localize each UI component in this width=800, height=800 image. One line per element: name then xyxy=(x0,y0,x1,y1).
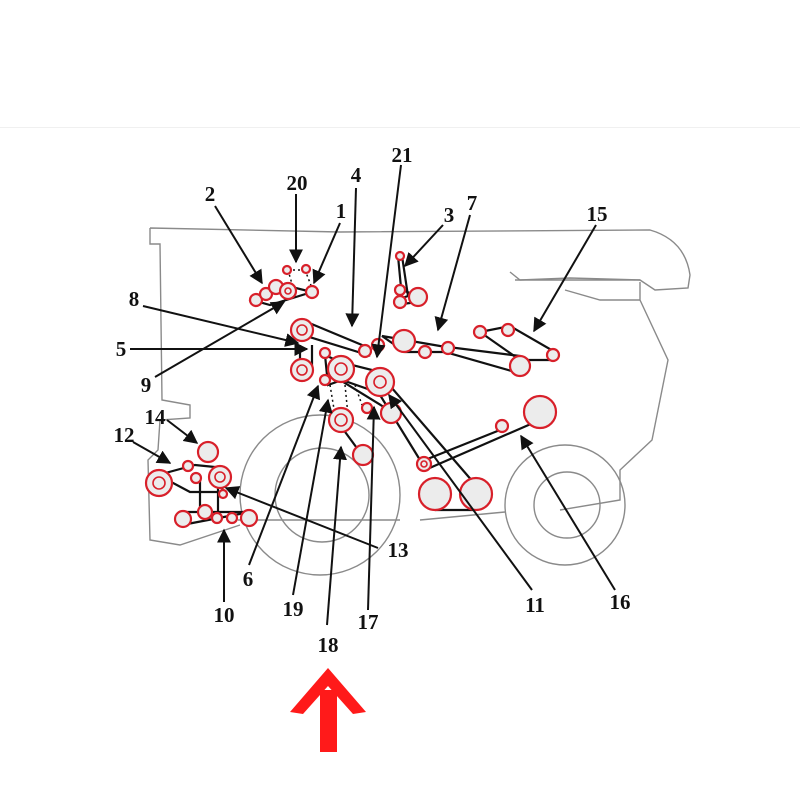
callout-12: 12 xyxy=(114,423,135,447)
cab-line xyxy=(564,289,640,301)
callout-6: 6 xyxy=(243,567,254,591)
callout-20: 20 xyxy=(287,171,308,195)
callout-18: 18 xyxy=(318,633,339,657)
callout-labels: 1 2 3 4 5 6 7 8 9 10 11 12 13 14 15 16 1… xyxy=(114,143,631,657)
callout-9: 9 xyxy=(141,373,152,397)
callout-19: 19 xyxy=(283,597,304,621)
callout-5: 5 xyxy=(116,337,127,361)
callout-7: 7 xyxy=(467,191,478,215)
leader-lines xyxy=(130,164,616,626)
arrow-up-icon xyxy=(290,668,366,752)
callout-13: 13 xyxy=(388,538,409,562)
callout-14: 14 xyxy=(145,405,167,429)
callout-8: 8 xyxy=(129,287,140,311)
callout-17: 17 xyxy=(358,610,379,634)
callout-16: 16 xyxy=(610,590,631,614)
body-outline xyxy=(147,227,691,546)
callout-15: 15 xyxy=(587,202,608,226)
callout-10: 10 xyxy=(214,603,235,627)
callout-21: 21 xyxy=(392,143,413,167)
callout-4: 4 xyxy=(351,163,362,187)
callout-3: 3 xyxy=(444,203,455,227)
rear-wheel xyxy=(504,444,626,566)
blank-header-area xyxy=(0,0,800,128)
callout-11: 11 xyxy=(525,593,545,617)
rear-wheel-hub xyxy=(533,471,601,539)
machine-outline xyxy=(147,227,691,546)
callout-2: 2 xyxy=(205,182,216,206)
callout-1: 1 xyxy=(336,199,347,223)
